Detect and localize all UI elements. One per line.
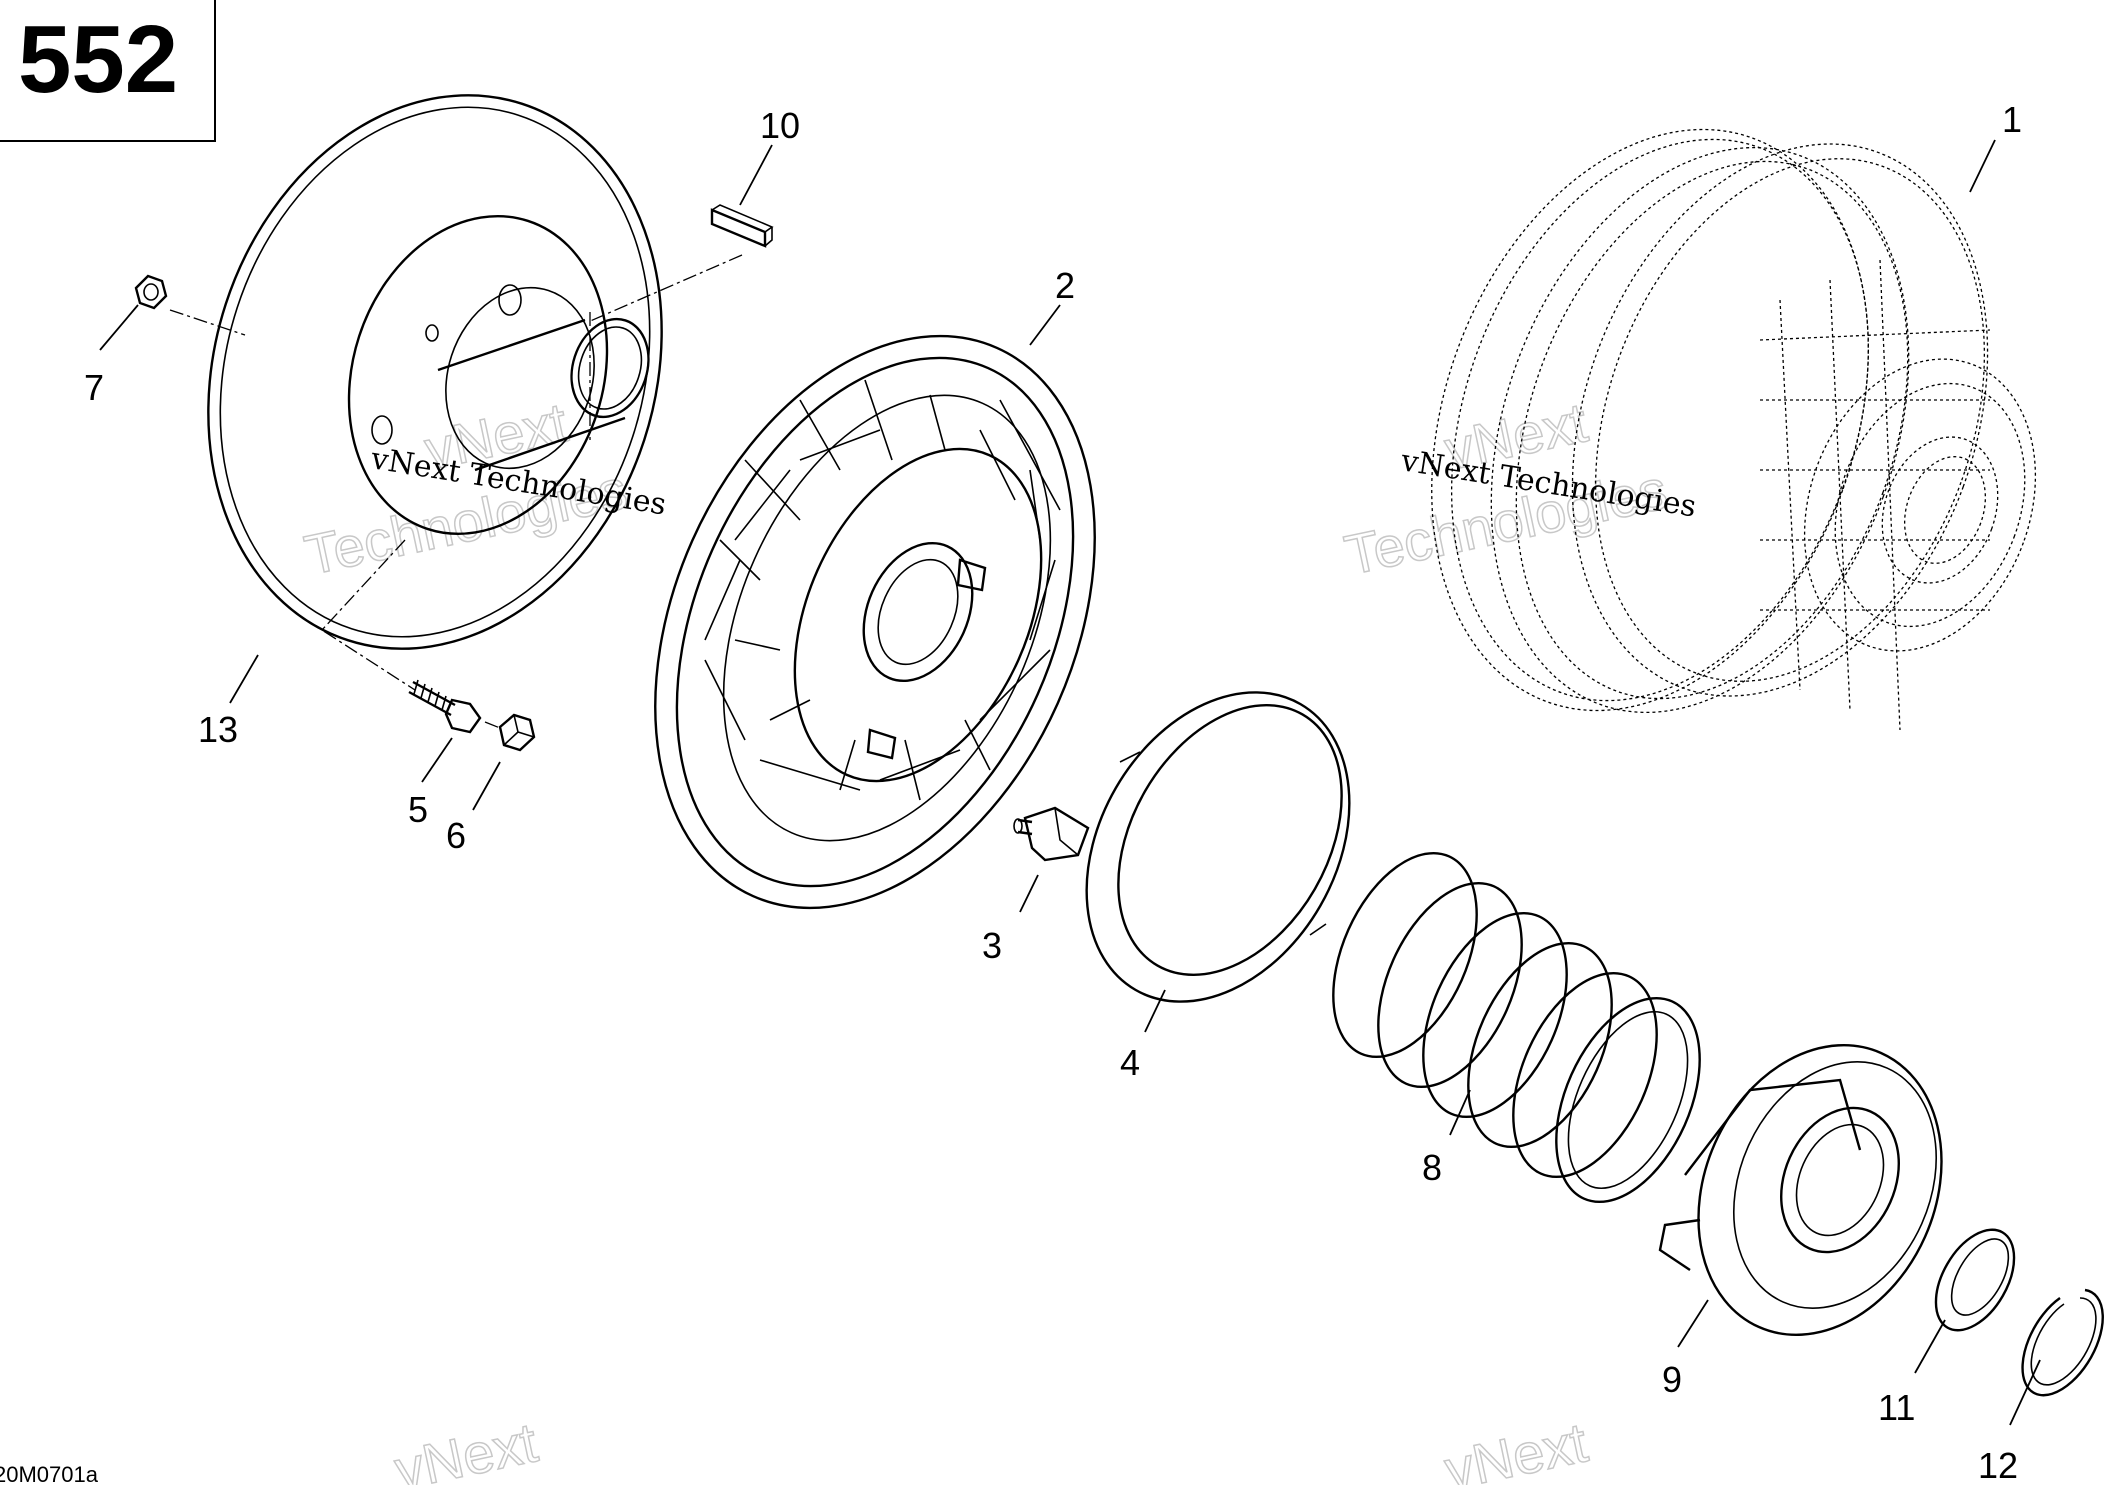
leader-lines bbox=[99, 139, 2041, 1426]
callout-9: 9 bbox=[1662, 1359, 1682, 1400]
watermark-brand-bottom-left: vNext bbox=[389, 1410, 543, 1485]
callout-5: 5 bbox=[408, 789, 428, 830]
part-7-nut bbox=[134, 274, 168, 310]
watermark-brand-bottom-right: vNext bbox=[1439, 1410, 1593, 1485]
part-13-fixed-sheave bbox=[207, 94, 663, 650]
callout-10: 10 bbox=[760, 105, 800, 146]
part-11-washer bbox=[1934, 1228, 2016, 1332]
part-3-slider-button bbox=[1013, 806, 1090, 862]
part-4-ring bbox=[1085, 691, 1351, 1003]
callout-3: 3 bbox=[982, 925, 1002, 966]
part-6-nut bbox=[498, 713, 536, 752]
callout-13: 13 bbox=[198, 709, 238, 750]
callout-8: 8 bbox=[1422, 1147, 1442, 1188]
callout-1: 1 bbox=[2002, 99, 2022, 140]
drawing-code: 20M0701a bbox=[0, 1462, 99, 1485]
callout-2: 2 bbox=[1055, 265, 1075, 306]
part-5-bolt bbox=[408, 679, 482, 734]
callout-4: 4 bbox=[1120, 1042, 1140, 1083]
page-number: 552 bbox=[18, 6, 179, 113]
callout-11: 11 bbox=[1878, 1387, 1915, 1428]
callout-7: 7 bbox=[84, 367, 104, 408]
callout-6: 6 bbox=[446, 815, 466, 856]
part-2-movable-sheave bbox=[654, 334, 1096, 910]
page-number-box: 552 bbox=[0, 0, 216, 142]
part-10-key bbox=[710, 204, 774, 248]
part-8-spring bbox=[1332, 851, 1701, 1204]
assembly-lines bbox=[169, 254, 743, 729]
part-1-driven-pulley-assembly bbox=[1431, 128, 2037, 731]
callouts: 1 2 3 4 5 6 7 8 9 10 11 12 13 bbox=[84, 99, 2022, 1485]
callout-12: 12 bbox=[1978, 1445, 2018, 1485]
part-9-cam bbox=[1658, 1044, 1943, 1336]
part-12-circlip bbox=[2021, 1288, 2104, 1397]
